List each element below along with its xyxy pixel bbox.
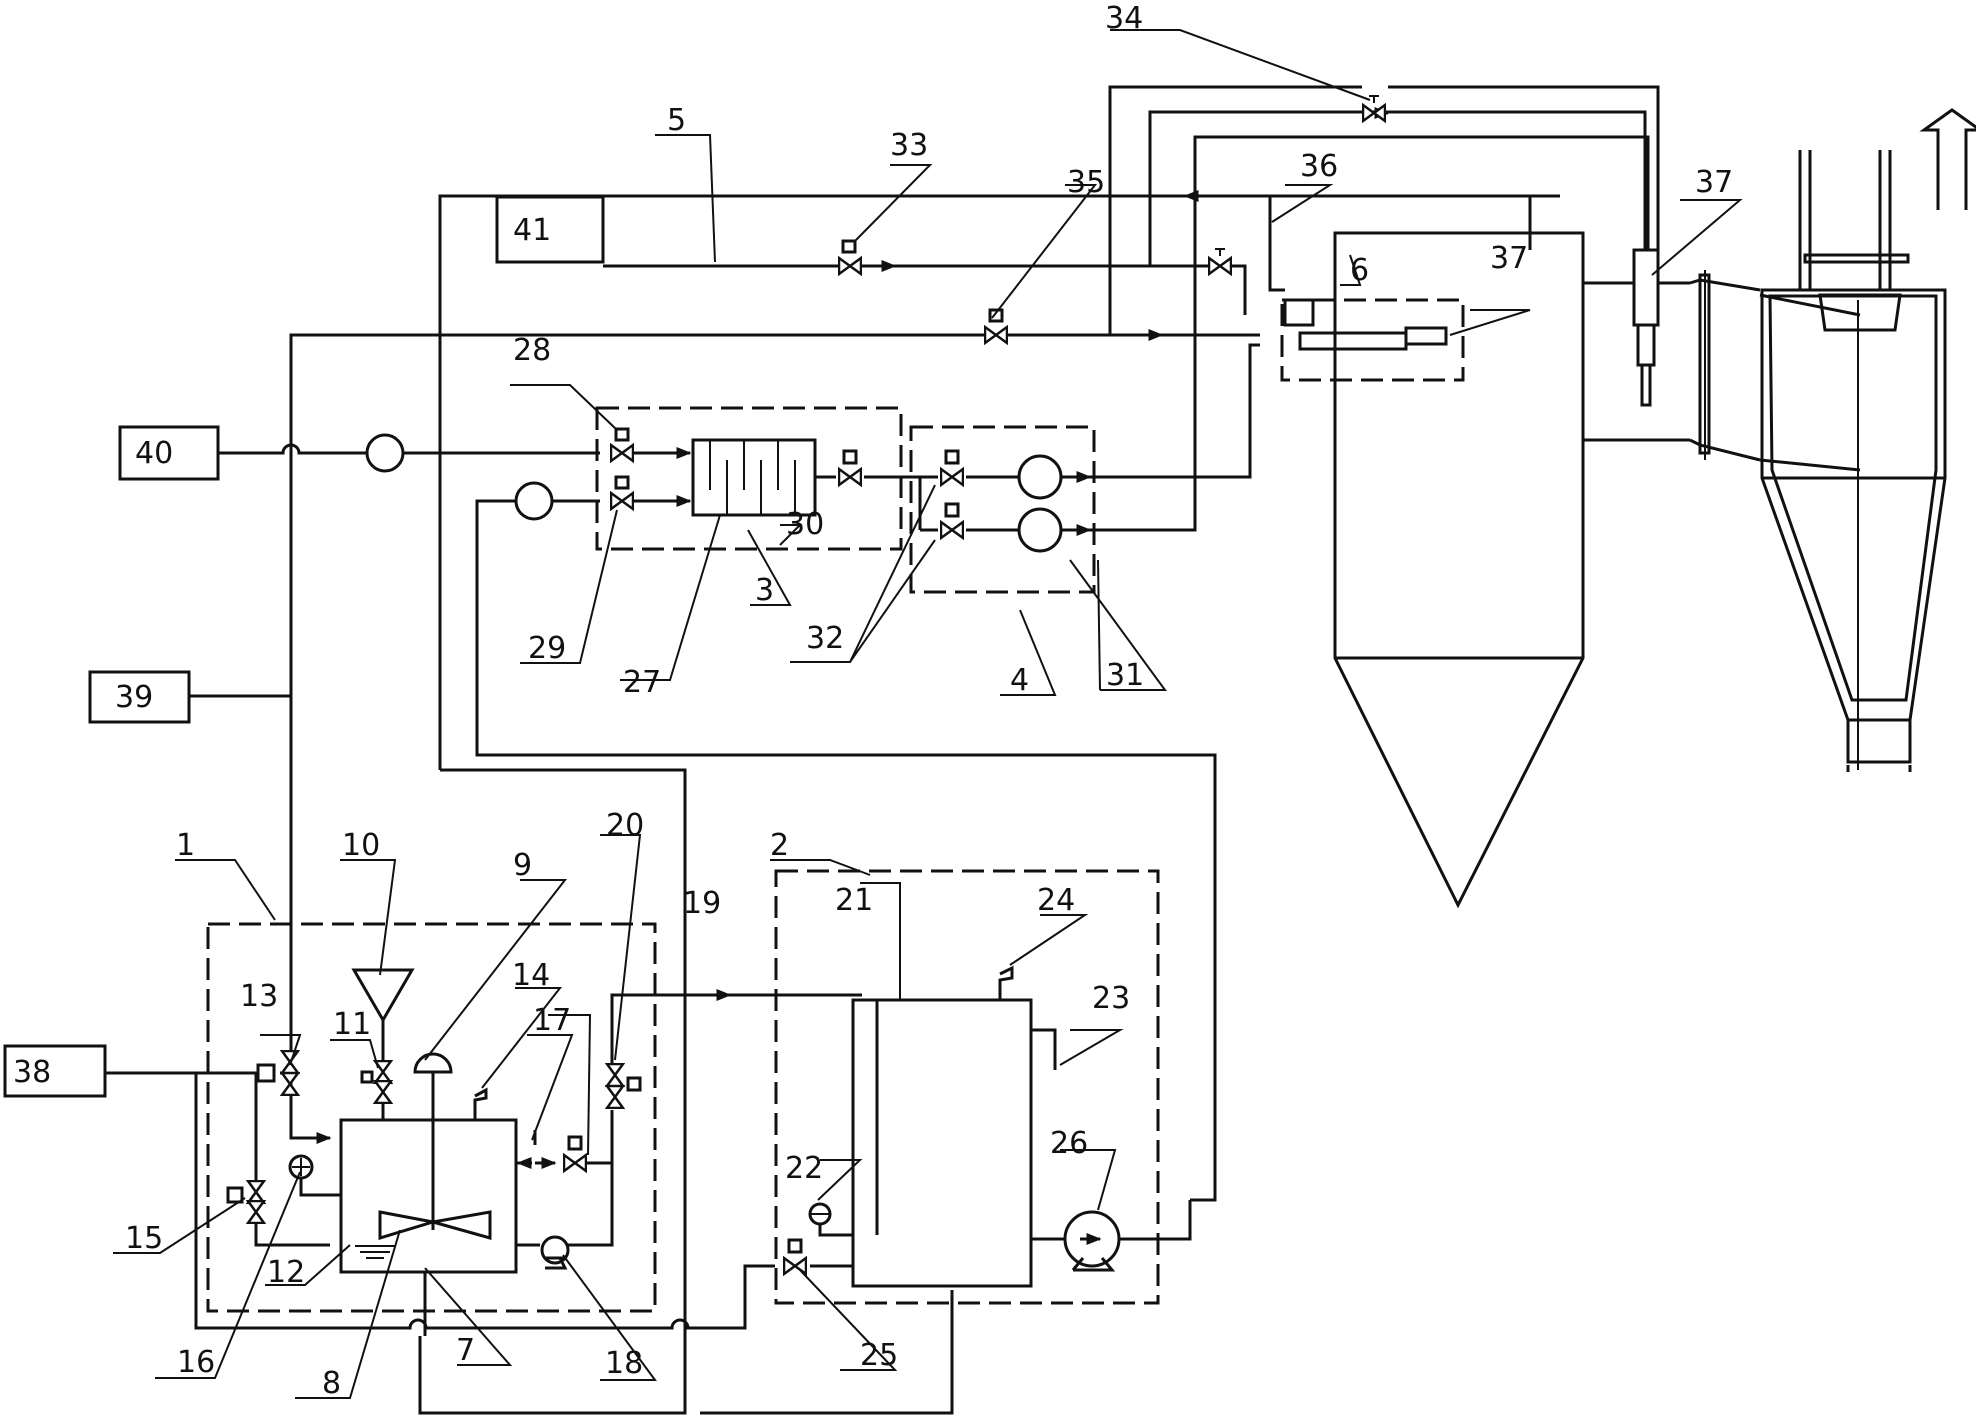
group-3 [595,406,903,551]
lance-37 [1632,248,1660,407]
label-21: 21 [835,883,873,918]
valve-32b [940,502,964,540]
box-39: 39 [88,670,191,724]
label-35: 35 [1067,165,1105,200]
label-9: 9 [513,848,532,883]
label-8: 8 [322,1366,341,1401]
label-10: 10 [342,828,380,863]
label-7: 7 [456,1333,475,1368]
valve-29 [610,475,634,511]
label-12: 12 [267,1255,305,1290]
label-16: 16 [177,1345,215,1380]
valve-19 [605,1063,642,1109]
valve-25 [783,1238,807,1276]
group-6 [1280,298,1465,382]
label-24: 24 [1037,883,1075,918]
label-4: 4 [1010,663,1029,698]
label-11: 11 [333,1007,371,1042]
label-26: 26 [1050,1126,1088,1161]
valve-20 [563,1135,587,1173]
label-25: 25 [860,1338,898,1373]
label-31: 31 [1106,658,1144,693]
label-37a: 37 [1695,165,1733,200]
valve-33 [838,239,862,276]
valve-15 [226,1073,330,1247]
labels: 1 2 3 4 5 6 7 8 9 10 11 12 13 14 15 16 1… [125,1,1733,1401]
label-13: 13 [240,979,278,1014]
label-2: 2 [770,828,789,863]
valve-32a [940,449,964,487]
label-29: 29 [528,631,566,666]
heat-exchanger-27 [691,438,817,517]
valve-34 [1362,95,1386,123]
label-22: 22 [785,1151,823,1186]
reactor-tower [1283,231,1690,909]
box-40-label: 40 [135,436,173,471]
label-17: 17 [533,1003,571,1038]
valve-13 [256,1050,300,1096]
valve-28 [610,427,634,463]
group-2 [774,869,1160,1305]
label-23: 23 [1092,981,1130,1016]
box-41: 41 [495,195,605,264]
label-34: 34 [1105,1,1143,36]
valve-11 [360,1060,393,1104]
storage-tank [808,965,1192,1288]
label-20: 20 [606,808,644,843]
leader-lines [113,29,1743,1399]
group-4 [909,425,1096,594]
box-41-label: 41 [513,213,551,248]
label-6: 6 [1350,253,1369,288]
label-37b: 37 [1490,241,1528,276]
label-15: 15 [125,1221,163,1256]
flowmeter-31b [1017,507,1063,553]
box-40: 40 [118,425,220,481]
valve-30 [838,449,862,487]
label-27: 27 [623,665,661,700]
box-38-label: 38 [13,1055,51,1090]
label-14: 14 [512,958,550,993]
valve-35 [984,308,1008,345]
valve-line5-end [1208,248,1232,276]
flowmeter-return [514,481,554,521]
label-19: 19 [683,886,721,921]
cyclone [1689,108,1976,772]
flowmeter-31a [1017,454,1063,500]
flowmeter-40 [365,433,405,473]
label-3: 3 [755,573,774,608]
label-33: 33 [890,128,928,163]
label-30: 30 [786,507,824,542]
group-1 [206,922,657,1313]
box-39-label: 39 [115,680,153,715]
label-32: 32 [806,621,844,656]
pipe-network [105,85,1660,1415]
label-5: 5 [667,103,686,138]
label-1: 1 [176,828,195,863]
label-28: 28 [513,333,551,368]
label-18: 18 [605,1346,643,1381]
label-36: 36 [1300,149,1338,184]
box-38: 38 [3,1044,107,1098]
mixing-tank [288,968,614,1336]
